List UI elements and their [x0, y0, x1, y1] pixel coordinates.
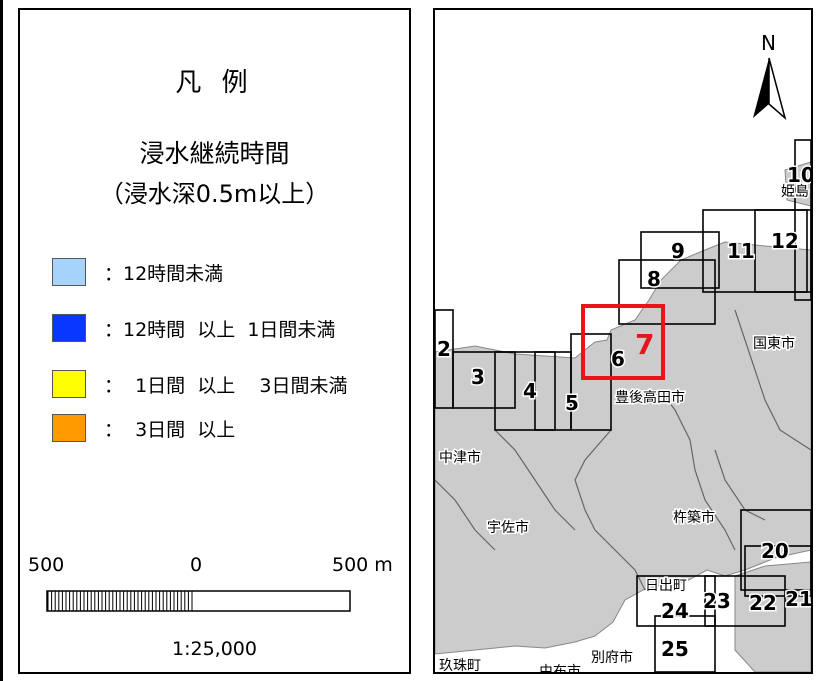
sheet-label: 25 — [661, 637, 689, 661]
sheet-label: 2 — [437, 337, 451, 361]
legend-item-label: ： 1日間 以上 3日間未満 — [104, 375, 348, 397]
place-label: 日出町 — [645, 578, 687, 594]
sheet-label: 8 — [647, 267, 661, 291]
map-canvas: 2 3 4 5 6 8 9 11 12 10 20 21 22 23 24 25… — [435, 31, 812, 673]
scale-bar-outline — [46, 590, 351, 612]
place-label: 別府市 — [591, 649, 633, 666]
north-arrow-right-half — [768, 57, 787, 121]
scale-left-label: 500 — [28, 554, 65, 576]
sheet-label: 21 — [785, 587, 811, 611]
place-label: 中津市 — [439, 449, 481, 466]
scale-bar — [46, 590, 351, 612]
boundary-lines — [435, 309, 811, 591]
legend-swatch — [52, 414, 86, 442]
place-label: 杵築市 — [673, 509, 715, 526]
legend-item-label: ：12時間未満 — [104, 263, 224, 285]
sheet-label: 23 — [703, 589, 731, 613]
scale-ratio: 1:25,000 — [172, 638, 257, 660]
sheet-label: 3 — [471, 365, 485, 389]
scale-bar-ticks — [47, 591, 193, 611]
place-labels: 姫島 国東市 豊後高田市 中津市 宇佐市 杵築市 日出町 玖珠町 由布市 別府市 — [438, 183, 811, 673]
legend-item-label: ： 3日間 以上 — [104, 419, 236, 441]
scale-mid-label: 0 — [190, 554, 203, 576]
map-panel: 2 3 4 5 6 8 9 11 12 10 20 21 22 23 24 25… — [433, 8, 813, 674]
land-area — [435, 241, 811, 655]
legend-subtitle: 浸水継続時間 — [139, 139, 290, 168]
place-label: 玖珠町 — [439, 658, 481, 672]
place-label: 宇佐市 — [487, 519, 529, 536]
sheet-frames — [435, 139, 811, 672]
sheet-label: 4 — [523, 379, 537, 403]
legend-swatch — [52, 314, 86, 342]
place-label: 姫島 — [781, 184, 809, 200]
legend-swatch — [52, 370, 86, 398]
legend-item-label: ：12時間 以上 1日間未満 — [104, 319, 336, 341]
sheet-label: 24 — [661, 599, 689, 623]
place-label: 由布市 — [539, 663, 581, 672]
north-label: N — [761, 31, 776, 55]
land-area — [784, 161, 811, 207]
place-label: 豊後高田市 — [615, 389, 685, 406]
place-label: 国東市 — [753, 335, 795, 352]
north-arrow-icon: N — [753, 31, 787, 121]
sheet-labels: 2 3 4 5 6 8 9 11 12 10 20 21 22 23 24 25 — [436, 162, 812, 663]
sheet-label: 6 — [611, 347, 625, 371]
highlight-sheet-7 — [581, 304, 665, 380]
left-edge-line — [0, 0, 3, 681]
legend-panel: 凡 例 浸水継続時間 （浸水深0.5m以上） ：12時間未満 ：12時間 以上 … — [18, 8, 411, 674]
land-area — [734, 561, 811, 672]
legend-subtitle-depth: （浸水深0.5m以上） — [99, 180, 330, 208]
sheet-label: 10 — [787, 163, 811, 187]
sheet-label-highlight: 7 — [635, 328, 654, 361]
sheet-label: 9 — [671, 239, 685, 263]
sheet-label: 22 — [749, 591, 777, 615]
sheet-label: 11 — [727, 239, 755, 263]
sheet-label: 5 — [565, 391, 579, 415]
sheet-label: 12 — [771, 229, 799, 253]
scale-right-label: 500 m — [332, 554, 393, 576]
sheet-label: 20 — [761, 539, 789, 563]
north-arrow-left-half — [753, 58, 769, 118]
legend-swatch — [52, 258, 86, 286]
legend-title: 凡 例 — [175, 68, 254, 98]
